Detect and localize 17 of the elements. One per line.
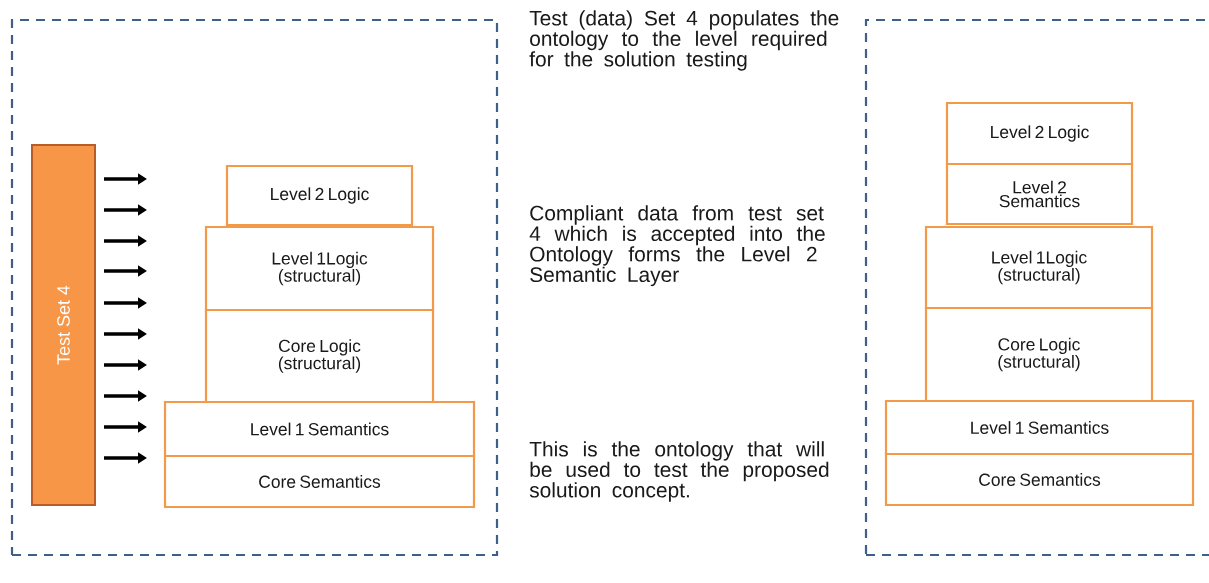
layer-box: Core Logic (structural) [924,306,1154,403]
layer-box: Level 1 Semantics [884,399,1195,456]
dashed-frame [864,18,1209,557]
dashed-frame [10,18,499,557]
test-set-bar: Test Set 4 [31,144,96,506]
layer-box: Level 2 Logic [225,164,414,227]
paragraph: Test (data) Set 4 populates the ontology to the level required for the solution testing [529,10,839,71]
layer-box: Level 1Logic (structural) [924,225,1154,310]
layer-box: Level 2 Logic [945,101,1134,166]
layer-box: Level 1Logic (structural) [204,225,435,312]
layer-box: Level 1 Semantics [163,400,476,458]
paragraph: This is the ontology that will be used to test the proposed solution concept. [529,441,829,502]
layer-box: Core Semantics [884,452,1195,507]
layer-box: Level 2 Semantics [945,162,1134,226]
paragraph: Compliant data from test set 4 which is accepted into the Ontology forms the Level 2 Semantic Layer [529,205,825,287]
layer-box: Core Semantics [163,454,476,509]
layer-box: Core Logic (structural) [204,308,435,404]
